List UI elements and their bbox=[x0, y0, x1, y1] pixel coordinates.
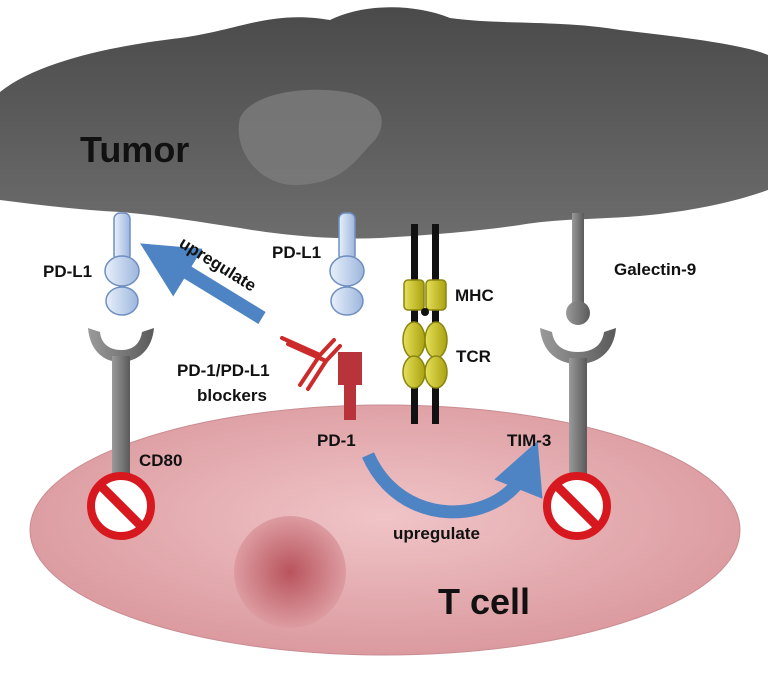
mhc-label: MHC bbox=[455, 286, 494, 305]
tim-3-receptor bbox=[540, 328, 616, 476]
upregulate-arrow-top bbox=[140, 243, 266, 324]
cd80-receptor bbox=[88, 328, 154, 476]
galectin-9-label: Galectin-9 bbox=[614, 260, 696, 279]
galectin-9-molecule bbox=[566, 213, 590, 325]
t-cell-nucleus bbox=[234, 516, 346, 628]
tumor-body bbox=[0, 7, 768, 239]
blockers-label-line2: blockers bbox=[197, 386, 267, 405]
upregulate-arrow-bottom bbox=[362, 440, 543, 519]
pd-l1-center-label: PD-L1 bbox=[272, 243, 321, 262]
upregulate-bottom-label: upregulate bbox=[393, 524, 480, 543]
antibody-blocker-icon bbox=[280, 336, 342, 391]
t-cell-label: T cell bbox=[438, 581, 530, 622]
prohibited-left-icon bbox=[87, 472, 155, 540]
prohibited-right-icon bbox=[543, 472, 611, 540]
pd-1-label: PD-1 bbox=[317, 431, 356, 450]
pd-l1-center-molecule bbox=[329, 212, 365, 316]
blockers-label-line1: PD-1/PD-L1 bbox=[177, 361, 270, 380]
tcr-label: TCR bbox=[456, 347, 491, 366]
pd-l1-left-molecule bbox=[104, 212, 140, 316]
pd-l1-left-label: PD-L1 bbox=[43, 262, 92, 281]
cd80-label: CD80 bbox=[139, 451, 182, 470]
t-cell-body bbox=[29, 404, 741, 656]
mhc-tcr-complex bbox=[402, 224, 448, 424]
tim-3-label: TIM-3 bbox=[507, 431, 551, 450]
tumor-nucleus bbox=[238, 89, 382, 186]
tumor-label: Tumor bbox=[80, 129, 189, 170]
pd-1-receptor bbox=[338, 352, 362, 420]
